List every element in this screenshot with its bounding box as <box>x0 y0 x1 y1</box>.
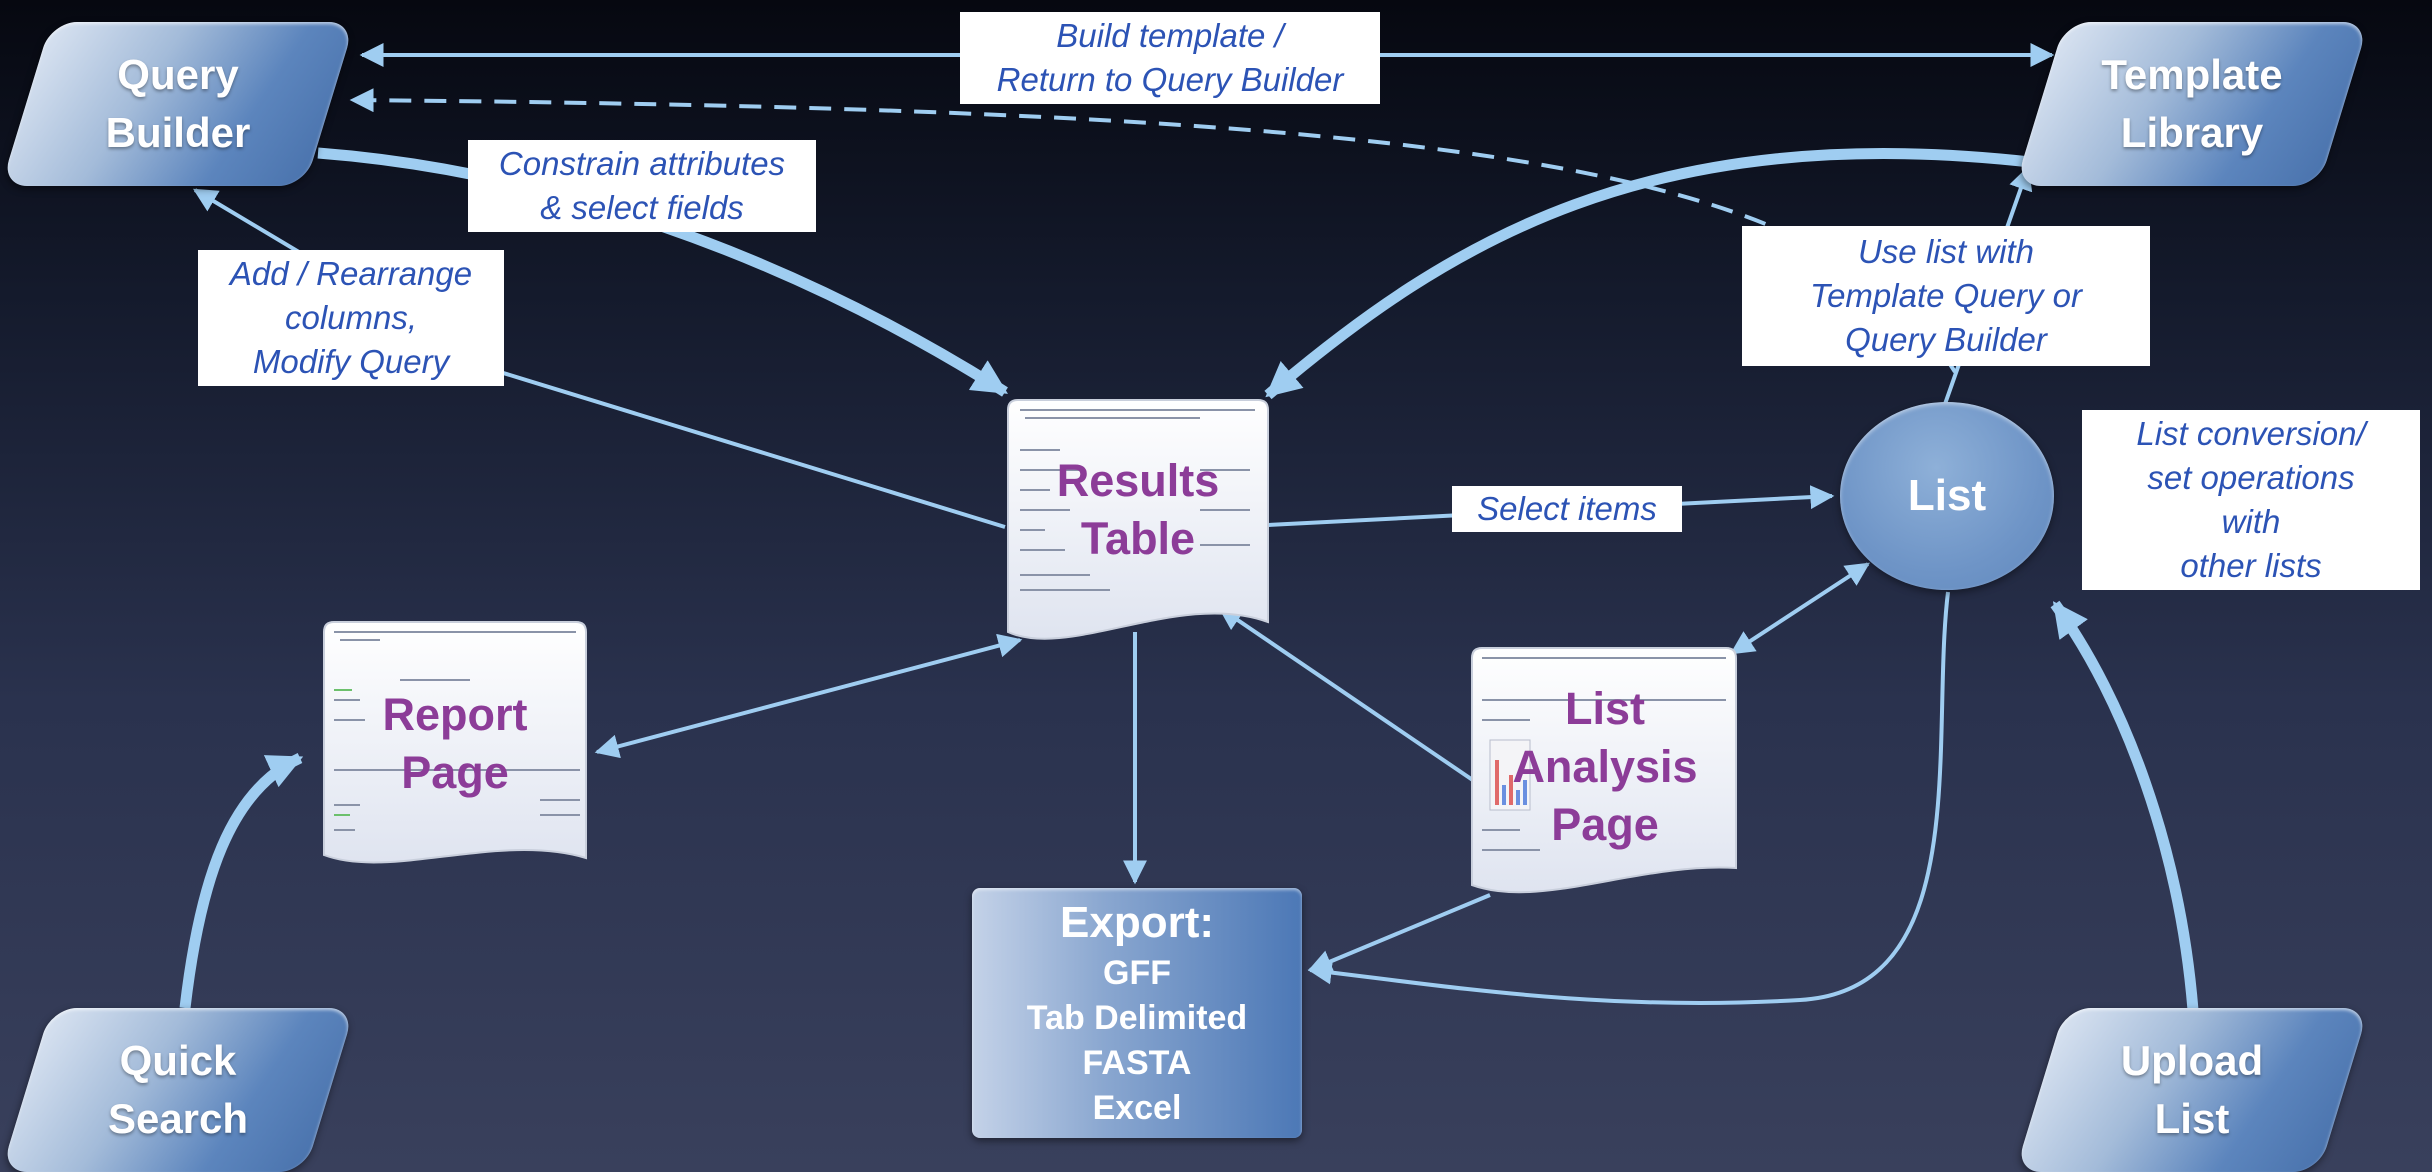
use-list-label: Use list with Template Query or Query Bu… <box>1742 226 2150 366</box>
results-report-arrow <box>594 633 1023 759</box>
list-node[interactable]: List <box>1840 402 2054 590</box>
select-items-label: Select items <box>1452 486 1682 532</box>
list-conversion-line-1: List conversion/ <box>2136 415 2366 452</box>
upload-list-line-1: Upload <box>2120 1037 2264 1084</box>
quick-search-node[interactable]: Quick Search <box>0 1008 356 1172</box>
export-node[interactable]: Export: GFF Tab Delimited FASTA Excel <box>972 888 1302 1138</box>
results-table-title[interactable]: Results Table <box>1008 452 1268 568</box>
list-conversion-line-4: other lists <box>2180 547 2322 584</box>
report-page-line-2: Page <box>401 747 509 798</box>
add-rearrange-line-2: columns, <box>284 299 418 336</box>
mini-bar-chart <box>1489 739 1531 811</box>
upload-list-line-2: List <box>2154 1095 2230 1142</box>
results-table-line-1: Results <box>1056 455 1220 506</box>
build-template-line-2: Return to Query Builder <box>996 61 1344 98</box>
list-conversion-label: List conversion/ set operations with oth… <box>2082 410 2420 590</box>
constrain-line-2: & select fields <box>540 189 744 226</box>
quick-search-line-2: Search <box>107 1095 249 1142</box>
use-list-line-2: Template Query or <box>1809 277 2083 314</box>
build-template-line-1: Build template / <box>1056 17 1284 54</box>
list-conversion-line-3: with <box>2221 503 2281 540</box>
export-format-gff: GFF <box>1103 954 1171 992</box>
export-format-excel: Excel <box>1092 1089 1182 1127</box>
template-to-results-arrow <box>1264 148 2031 400</box>
list-node-label: List <box>1907 471 1987 520</box>
constrain-line-1: Constrain attributes <box>498 145 786 182</box>
add-rearrange-line-3: Modify Query <box>252 343 450 380</box>
add-rearrange-line-1: Add / Rearrange <box>229 255 473 292</box>
use-list-line-3: Query Builder <box>1845 321 2047 358</box>
analysis-list-arrow <box>1729 562 1871 655</box>
quick-search-line-1: Quick <box>119 1037 237 1084</box>
upload-list-node[interactable]: Upload List <box>2014 1008 2370 1172</box>
build-template-label: Build template / Return to Query Builder <box>960 12 1380 104</box>
template-library-node[interactable]: Template Library <box>2014 22 2370 186</box>
use-list-line-1: Use list with <box>1857 233 2035 270</box>
list-analysis-document <box>1471 647 1737 894</box>
quick-search-arrow <box>179 752 304 1009</box>
list-analysis-line-3: Page <box>1551 799 1659 850</box>
report-page-document <box>323 621 587 864</box>
list-analysis-line-1: List <box>1564 683 1645 734</box>
report-page-line-1: Report <box>382 689 528 740</box>
analysis-to-results-arrow <box>1218 606 1482 787</box>
add-rearrange-label: Add / Rearrange columns, Modify Query <box>198 250 504 386</box>
template-library-line-2: Library <box>2120 109 2264 156</box>
query-builder-node[interactable]: Query Builder <box>0 22 356 186</box>
analysis-to-export-arrow <box>1307 893 1491 973</box>
constrain-label: Constrain attributes & select fields <box>468 140 816 232</box>
query-builder-line-1: Query <box>117 51 239 98</box>
list-to-export-arrow <box>1307 591 1950 1005</box>
list-analysis-line-2: Analysis <box>1512 741 1698 792</box>
export-format-tab: Tab Delimited <box>1026 999 1248 1037</box>
list-analysis-title[interactable]: List Analysis Page <box>1492 680 1718 854</box>
results-table-line-2: Table <box>1080 513 1196 564</box>
select-items-text: Select items <box>1477 490 1657 527</box>
report-page-title[interactable]: Report Page <box>324 686 586 802</box>
export-title: Export: <box>1060 898 1214 947</box>
upload-list-arrow <box>2050 600 2199 1011</box>
template-library-line-1: Template <box>2101 51 2283 98</box>
query-builder-line-2: Builder <box>105 109 251 156</box>
results-table-document <box>1007 399 1269 640</box>
export-format-fasta: FASTA <box>1082 1044 1192 1082</box>
list-conversion-line-2: set operations <box>2147 459 2355 496</box>
